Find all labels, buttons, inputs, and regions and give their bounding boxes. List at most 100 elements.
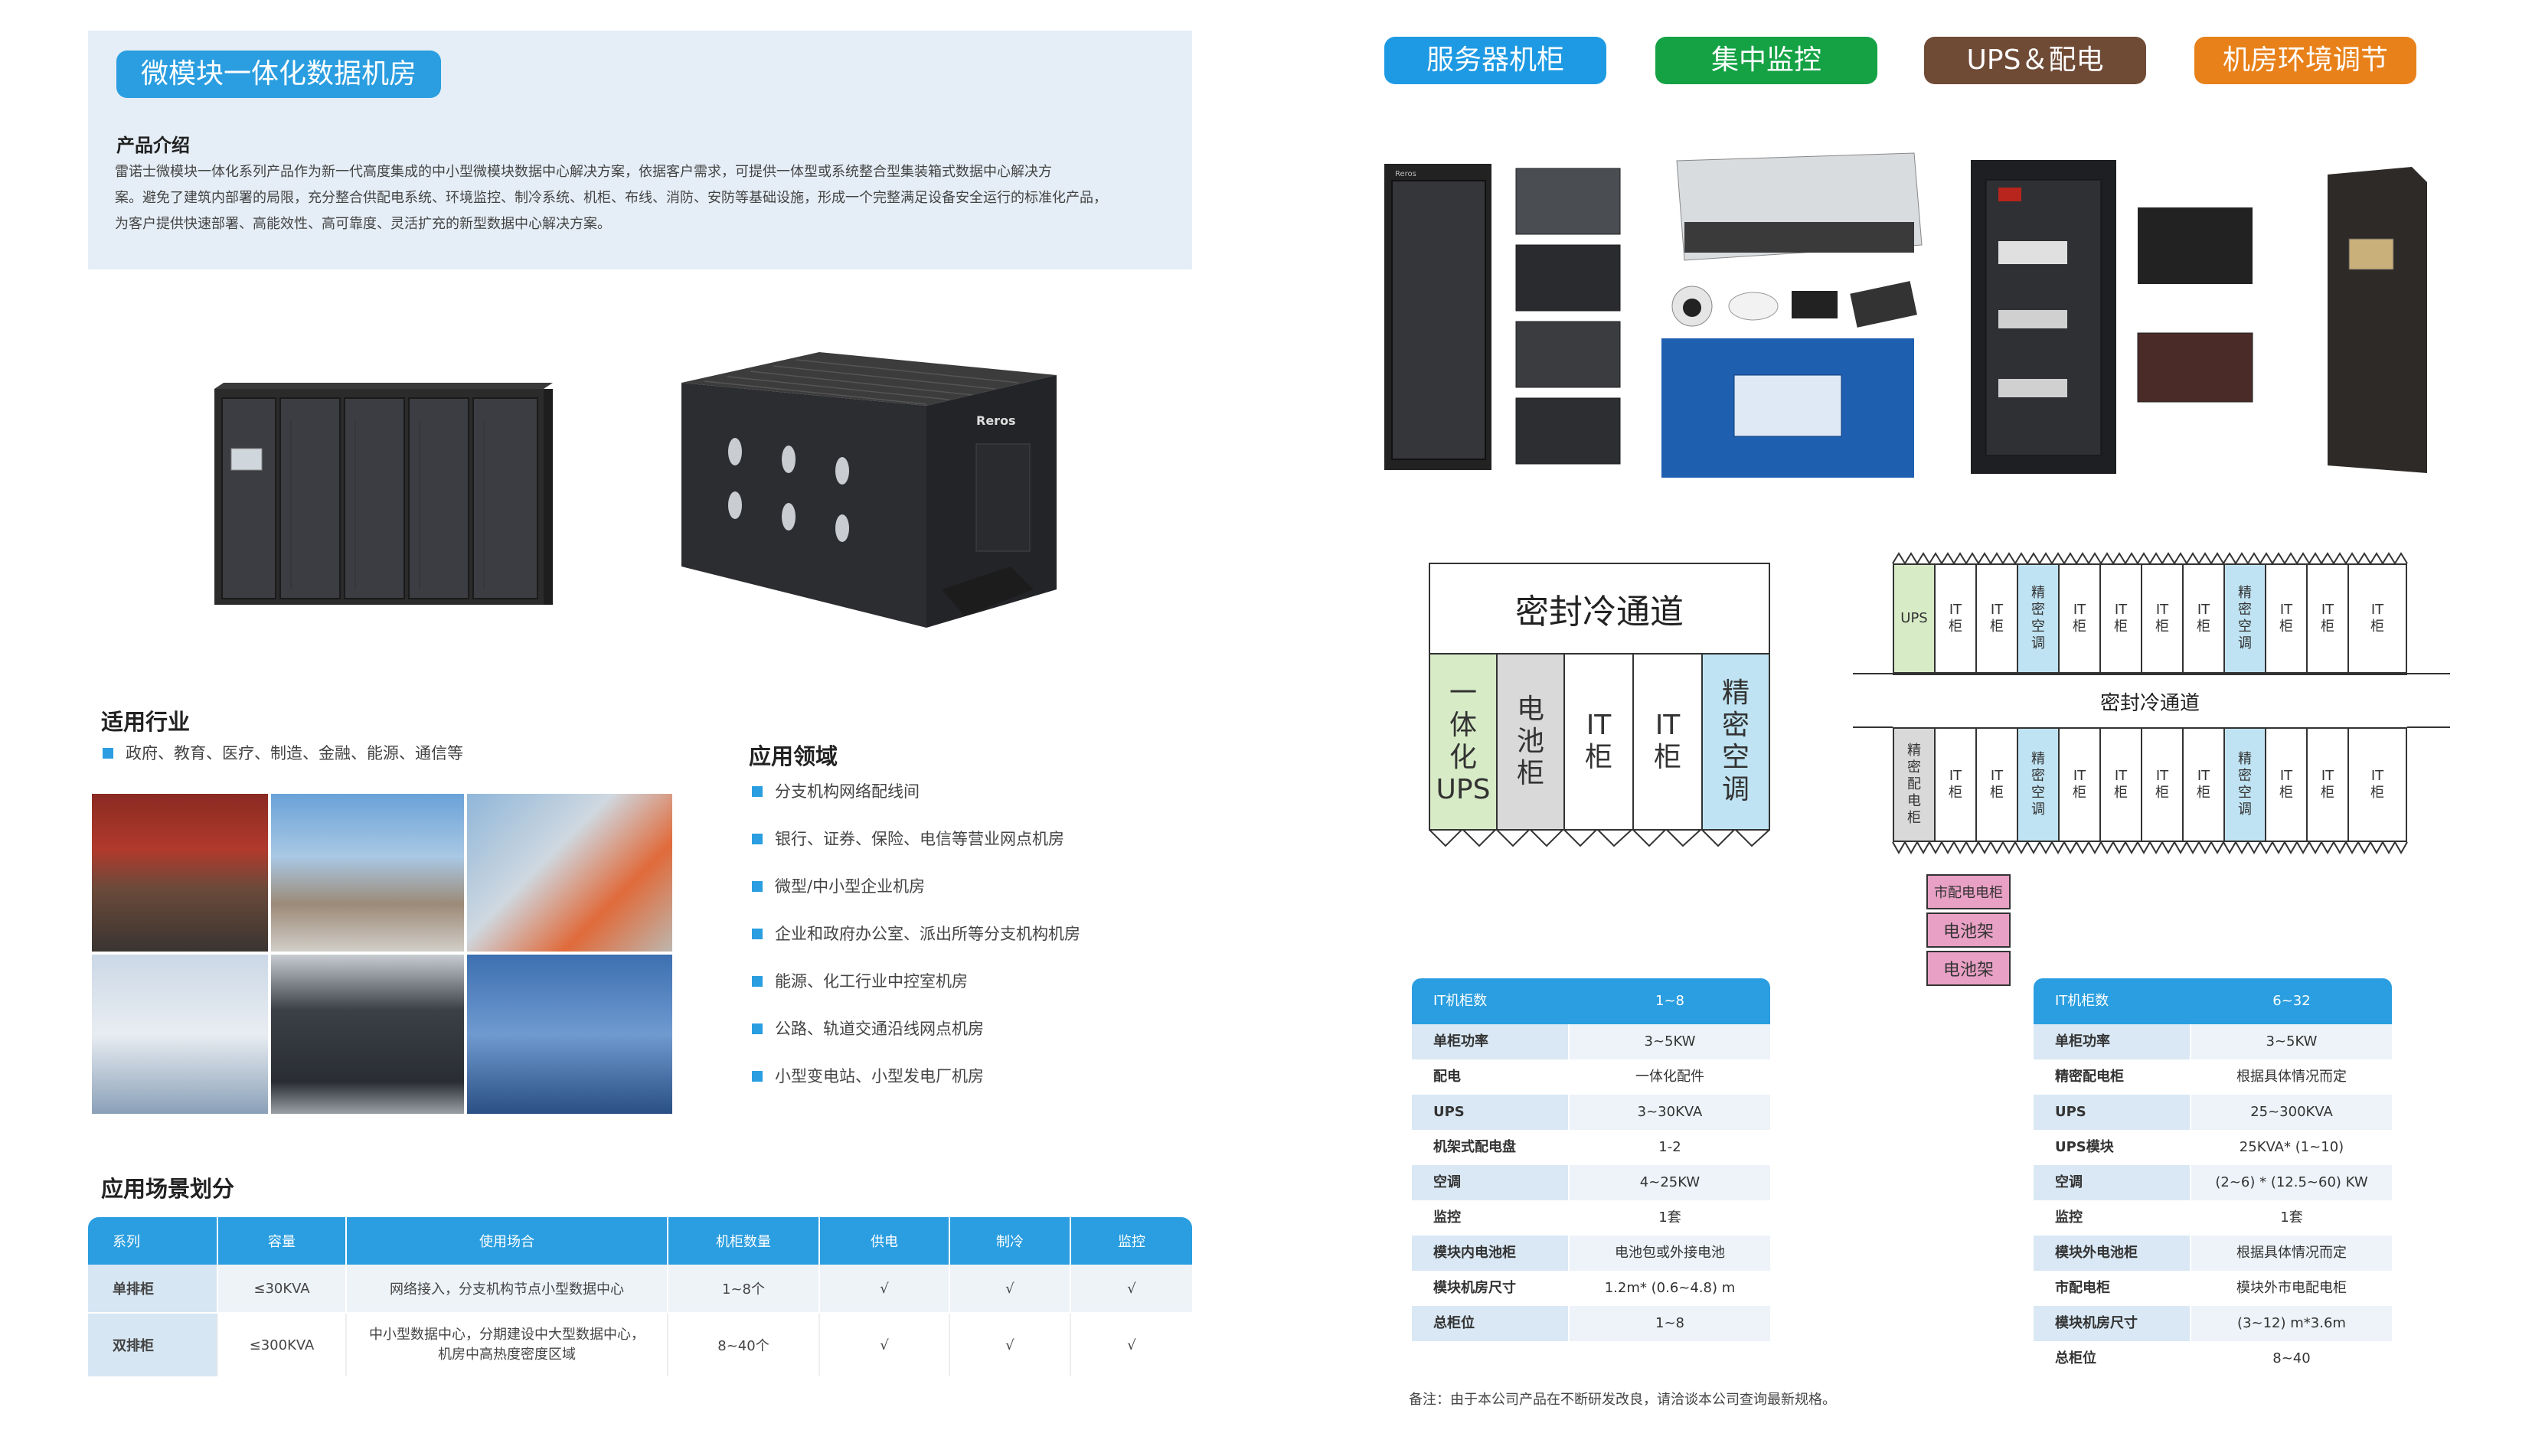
micro-module-container-image: Reros [681, 352, 1057, 628]
cabinet-text: 柜 [1907, 810, 1921, 826]
table-header-cell: 制冷 [949, 1217, 1070, 1265]
cabinet-text: 精 [1721, 677, 1750, 709]
spec-row-value: 一体化配件 [1570, 1059, 1770, 1095]
cabinet-precision-power: 精密配电柜 [1893, 727, 1936, 842]
spec-row-label: 机架式配电盘 [1412, 1130, 1568, 1165]
cabinet-text: 柜 [2155, 619, 2169, 635]
utility-power-cabinet: 市配电电柜 [1926, 874, 2011, 909]
table-cell: 中小型数据中心，分期建设中大型数据中心， 机房中高热度密度区域 [345, 1314, 667, 1376]
page-title: 微模块一体化数据机房 [116, 51, 441, 98]
cabinet-battery: 电 池 柜 [1496, 653, 1565, 831]
spec-row-value: 3~5KW [1570, 1024, 1770, 1059]
cabinet-precision-ac: 精密空调 [2223, 727, 2266, 842]
table-cell: 网络接入，分支机构节点小型数据中心 [345, 1265, 667, 1312]
cabinet-text: 电 [1907, 793, 1921, 809]
table-row-series: 双排柜 [88, 1314, 217, 1376]
cabinet-text: IT [2321, 768, 2334, 784]
spec-row-label: 监控 [2034, 1200, 2190, 1236]
cabinet-text: IT [2279, 768, 2293, 784]
cabinet-text: 密 [2238, 768, 2252, 784]
metro-gate-photo [467, 794, 672, 952]
cabinet-text: IT [2321, 602, 2334, 618]
cabinet-text: 柜 [1653, 742, 1681, 773]
cabinet-text: 密 [2031, 602, 2045, 618]
table-header-cell: 机柜数量 [667, 1217, 818, 1265]
cabinet-text: 柜 [2279, 619, 2293, 635]
application-item: 银行、证券、保险、电信等营业网点机房 [752, 827, 1080, 851]
cabinet-text: 一 [1449, 677, 1477, 709]
usage-line: 机房中高热度密度区域 [438, 1347, 576, 1363]
cabinet-text: IT [2370, 768, 2384, 784]
cabinet-it: IT 柜 [1563, 653, 1634, 831]
spec-row-label: UPS模块 [2034, 1130, 2190, 1165]
application-item: 分支机构网络配线间 [752, 779, 1080, 804]
table-header-cell: 使用场合 [345, 1217, 667, 1265]
spec-row-value: 4~25KW [1570, 1165, 1770, 1200]
application-item: 企业和政府办公室、派出所等分支机构机房 [752, 922, 1080, 946]
cabinet-text: 调 [2031, 635, 2045, 651]
cabinet-text: 柜 [2114, 619, 2128, 635]
spec-row-value: 1~8 [1570, 1306, 1770, 1341]
spec-row-value: 根据具体情况而定 [2191, 1059, 2392, 1095]
cabinet-text: 调 [2238, 801, 2252, 818]
category-monitoring: 集中监控 [1655, 37, 1877, 84]
category-server-cabinet: 服务器机柜 [1384, 37, 1606, 84]
cabinet-text: 精 [1907, 743, 1921, 759]
cabinet-text: 柜 [1949, 785, 1962, 801]
cabinet-integrated-ups: 一 体 化 UPS [1429, 653, 1498, 831]
table-row-series: 单排柜 [88, 1265, 217, 1312]
table-header-cell: 监控 [1070, 1217, 1192, 1265]
cabinet-text: 精 [2238, 585, 2252, 601]
spec-row-value: 1-2 [1570, 1130, 1770, 1165]
cabinet-text: 密 [2031, 768, 2045, 784]
cabinet-text: IT [1586, 710, 1612, 741]
table-header-cell: 供电 [818, 1217, 949, 1265]
spec-row-label: 模块外电池柜 [2034, 1236, 2190, 1271]
cabinet-text: 配 [1907, 776, 1921, 792]
category-environment: 机房环境调节 [2194, 37, 2416, 84]
spec-row-label: 市配电柜 [2034, 1271, 2190, 1306]
cabinet-text: 精 [2031, 751, 2045, 767]
cabinet-text: 化 [1449, 742, 1477, 773]
scenario-table: 系列 容量 使用场合 机柜数量 供电 制冷 监控 单排柜 ≤30KVA 网络接入… [88, 1217, 1192, 1376]
cabinet-text: IT [1949, 768, 1962, 784]
cabinet-text: IT [1949, 602, 1962, 618]
ups-power-images [1971, 160, 2253, 474]
scenario-table-header [88, 1217, 1192, 1265]
brand-label: Reros [976, 413, 1016, 428]
single-row-cabinet-image [214, 383, 553, 605]
spec-header-value: 6~32 [2272, 993, 2311, 1009]
table-cell: √ [1070, 1265, 1192, 1312]
cabinet-it: IT 柜 [1632, 653, 1703, 831]
cabinet-precision-ac: 精密空调 [2017, 563, 2060, 674]
spec-row-value: 1套 [2191, 1200, 2392, 1236]
cabinet-text: IT [2197, 768, 2210, 784]
spec-row-label: UPS [2034, 1095, 2190, 1130]
battery-rack: 电池架 [1926, 912, 2011, 948]
cabinet-text: 电 [1516, 694, 1544, 725]
cold-aisle-label: 密封冷通道 [1429, 563, 1770, 655]
cabinet-text: IT [1990, 602, 2004, 618]
precision-air-conditioner-image [2328, 167, 2427, 473]
spec-row-value: 1套 [1570, 1200, 1770, 1236]
single-row-layout-diagram: 密封冷通道 一 体 化 UPS 电 池 柜 IT 柜 IT 柜 精 密 空 调 [1429, 563, 1770, 855]
intro-line: 案。避免了建筑内部署的局限，充分整合供配电系统、环境监控、制冷系统、机柜、布线、… [115, 190, 1107, 206]
cabinet-text: 柜 [2114, 785, 2128, 801]
cabinet-precision-ac: 精 密 空 调 [1701, 653, 1770, 831]
cabinet-text: IT [2114, 602, 2128, 618]
spec-header-bar [2034, 978, 2392, 1024]
applications-list: 分支机构网络配线间 银行、证券、保险、电信等营业网点机房 微型/中小型企业机房 … [752, 779, 1080, 1089]
cabinet-text: 精 [2238, 751, 2252, 767]
application-item: 能源、化工行业中控室机房 [752, 969, 1080, 994]
cabinet-text: 柜 [2279, 785, 2293, 801]
table-cell: 1~8个 [667, 1265, 818, 1312]
scenario-heading: 应用场景划分 [101, 1176, 235, 1202]
industries-list: 政府、教育、医疗、制造、金融、能源、通信等 [103, 741, 463, 766]
cabinet-text: 柜 [1990, 619, 2004, 635]
